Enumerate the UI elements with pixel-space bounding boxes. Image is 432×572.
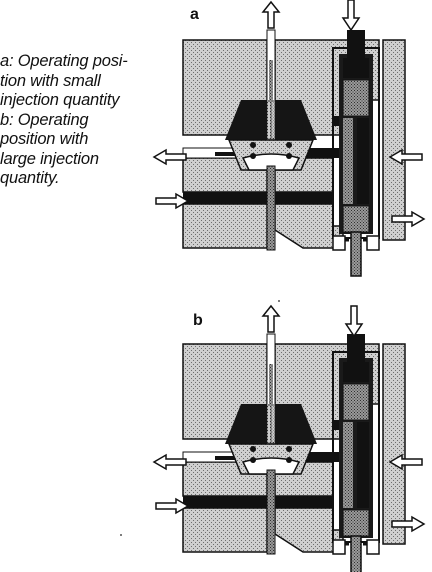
panel-b-label: b [193,312,203,329]
caption-line: b: Operating [0,110,89,129]
flow-arrow-icon [342,0,360,31]
caption-line: position with [0,130,89,148]
caption-line: a: Operating posi- [0,52,128,70]
valve-panel-a [181,28,407,278]
flow-arrow-icon [262,305,280,333]
caption-line: quantity. [0,169,60,187]
valve-panel-b [181,332,407,572]
flow-arrow-icon [153,149,187,165]
caption-line: large injection [0,149,99,168]
figure-caption: a: Operating posi- tion with small injec… [0,52,175,189]
caption-line: tion with small [0,71,101,90]
scan-speck [278,300,280,302]
flow-arrow-icon [345,305,363,337]
caption-line: injection quantity [0,91,120,109]
scan-speck [120,534,122,536]
flow-arrow-icon [262,1,280,29]
flow-arrow-icon [153,454,187,470]
panel-a-label: a [190,6,199,23]
